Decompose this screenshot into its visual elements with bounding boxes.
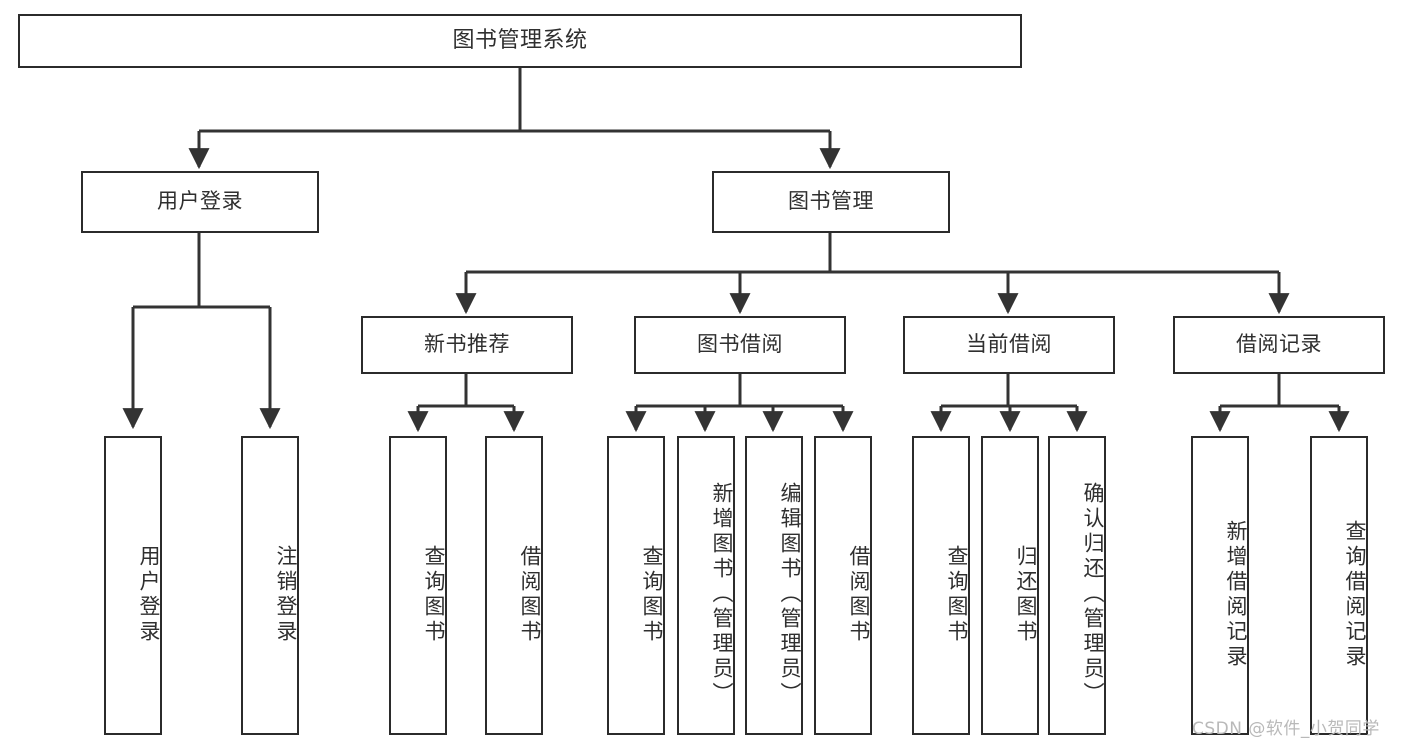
node-leaf-query-book-current[interactable]: 查询图书 bbox=[912, 436, 970, 735]
node-label: 借阅图书 bbox=[518, 544, 542, 645]
node-leaf-borrow-book-recommend[interactable]: 借阅图书 bbox=[485, 436, 543, 735]
node-label: 新增图书（管理员） bbox=[710, 482, 734, 707]
node-label: 新书推荐 bbox=[424, 332, 510, 357]
node-label: 新增借阅记录 bbox=[1224, 519, 1248, 670]
node-current-borrow[interactable]: 当前借阅 bbox=[903, 316, 1115, 374]
node-borrow-record[interactable]: 借阅记录 bbox=[1173, 316, 1385, 374]
node-label: 图书借阅 bbox=[697, 332, 783, 357]
node-root-system[interactable]: 图书管理系统 bbox=[18, 14, 1022, 68]
node-label: 用户登录 bbox=[157, 189, 243, 214]
node-label: 当前借阅 bbox=[966, 332, 1052, 357]
node-label: 查询图书 bbox=[945, 544, 969, 645]
node-label: 注销登录 bbox=[274, 544, 298, 645]
node-label: 查询借阅记录 bbox=[1343, 519, 1367, 670]
node-label: 借阅图书 bbox=[847, 544, 871, 645]
node-leaf-user-logout[interactable]: 注销登录 bbox=[241, 436, 299, 735]
node-leaf-confirm-return-admin[interactable]: 确认归还（管理员） bbox=[1048, 436, 1106, 735]
node-leaf-user-login[interactable]: 用户登录 bbox=[104, 436, 162, 735]
node-leaf-query-borrow-record[interactable]: 查询借阅记录 bbox=[1310, 436, 1368, 735]
node-label: 图书管理 bbox=[788, 189, 874, 214]
node-label: 查询图书 bbox=[422, 544, 446, 645]
node-leaf-query-book-recommend[interactable]: 查询图书 bbox=[389, 436, 447, 735]
node-label: 确认归还（管理员） bbox=[1081, 482, 1105, 707]
node-leaf-add-borrow-record[interactable]: 新增借阅记录 bbox=[1191, 436, 1249, 735]
node-book-management[interactable]: 图书管理 bbox=[712, 171, 950, 233]
node-leaf-edit-book-admin[interactable]: 编辑图书（管理员） bbox=[745, 436, 803, 735]
node-label: 归还图书 bbox=[1014, 544, 1038, 645]
node-leaf-return-book[interactable]: 归还图书 bbox=[981, 436, 1039, 735]
node-label: 图书管理系统 bbox=[452, 27, 588, 53]
node-label: 用户登录 bbox=[137, 544, 161, 645]
node-new-book-recommend[interactable]: 新书推荐 bbox=[361, 316, 573, 374]
node-label: 编辑图书（管理员） bbox=[778, 482, 802, 707]
node-user-login[interactable]: 用户登录 bbox=[81, 171, 319, 233]
node-label: 查询图书 bbox=[640, 544, 664, 645]
node-label: 借阅记录 bbox=[1236, 332, 1322, 357]
node-leaf-borrow-book[interactable]: 借阅图书 bbox=[814, 436, 872, 735]
node-leaf-query-book-borrow[interactable]: 查询图书 bbox=[607, 436, 665, 735]
node-leaf-add-book-admin[interactable]: 新增图书（管理员） bbox=[677, 436, 735, 735]
watermark-text: CSDN @软件_小贺同学 bbox=[1192, 719, 1380, 739]
node-book-borrow[interactable]: 图书借阅 bbox=[634, 316, 846, 374]
